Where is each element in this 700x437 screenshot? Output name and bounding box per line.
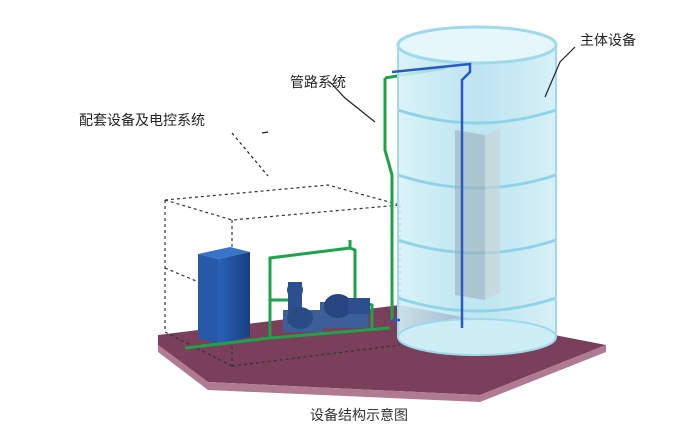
internal-plate: [455, 130, 485, 300]
pointer-lines: [231, 46, 576, 177]
tank-top-rim: [396, 25, 558, 65]
main-tank: [396, 25, 558, 356]
label-main-equipment: 主体设备: [580, 33, 636, 49]
blower-housing: [324, 294, 352, 318]
diagram-caption: 设备结构示意图: [310, 408, 408, 424]
tank-bottom: [397, 318, 557, 356]
label-auxiliary-and-control: 配套设备及电控系统: [79, 113, 205, 129]
pointer-auxiliary: [231, 132, 269, 177]
blue-pipe: [391, 62, 472, 328]
enclosure-top: [164, 184, 401, 221]
pointer-main: [544, 46, 576, 98]
pump-assembly: [283, 282, 370, 332]
control-cabinet: [198, 247, 250, 344]
blower-motor: [348, 298, 370, 314]
pointer-piping: [329, 81, 376, 123]
base-plate-edge: [158, 345, 606, 402]
label-piping-system: 管路系统: [290, 75, 346, 91]
